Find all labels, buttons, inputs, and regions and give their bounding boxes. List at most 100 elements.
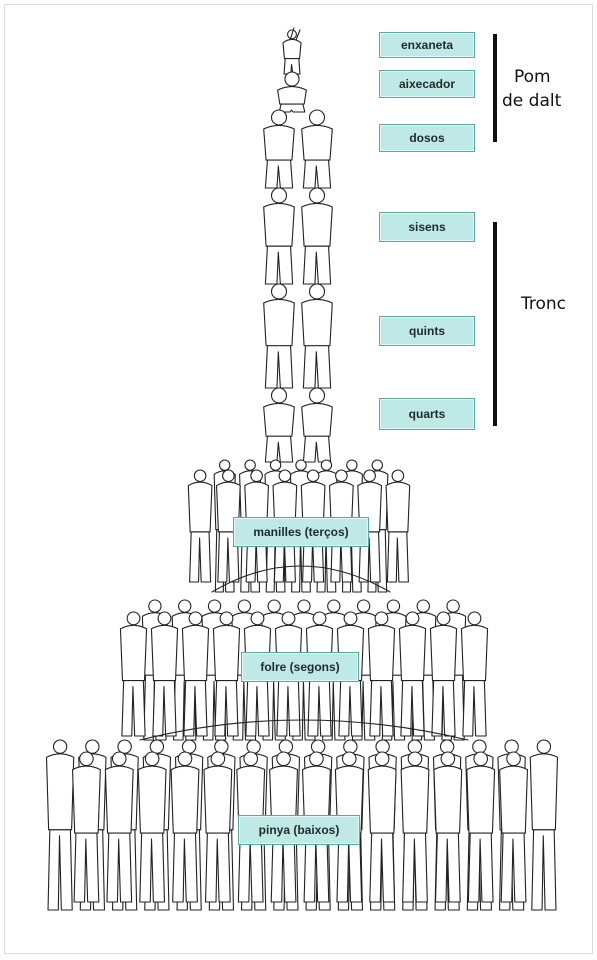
folre-back-5-legs bbox=[245, 680, 270, 737]
folre-back-7-head bbox=[312, 611, 327, 626]
pinya-back-3-legs bbox=[139, 832, 166, 903]
manilles-3-head bbox=[269, 459, 282, 471]
level-label-pinya: pinya (baixos) bbox=[238, 815, 360, 845]
pinya-12-head bbox=[407, 739, 423, 754]
folre-back-3-head bbox=[188, 611, 203, 626]
folre-1-head bbox=[148, 599, 162, 613]
pinya-16-legs bbox=[531, 829, 557, 911]
manilles-back-1-head bbox=[193, 469, 207, 483]
pinya-back-14-torso bbox=[499, 765, 529, 834]
manilles-back-8-torso bbox=[385, 481, 411, 533]
folre-10-head bbox=[416, 599, 430, 613]
folre-back-9-torso bbox=[367, 624, 396, 682]
level-label-sisens: sisens bbox=[379, 212, 475, 242]
pinya-16-torso bbox=[529, 753, 559, 831]
enxaneta-arms bbox=[289, 27, 301, 41]
quints-right-legs bbox=[302, 345, 332, 389]
pinya-back-5-head bbox=[210, 751, 226, 767]
pinya-6-head bbox=[214, 739, 229, 754]
pinya-1-head bbox=[52, 739, 68, 754]
pinya-back-5-legs bbox=[204, 832, 231, 903]
quints-left-legs bbox=[264, 345, 294, 389]
pinya-10-head bbox=[343, 739, 358, 754]
folre-back-8-legs bbox=[338, 680, 363, 737]
manilles-7-head bbox=[371, 459, 383, 471]
folre-back-1-head bbox=[126, 611, 141, 626]
pinya-back-12-legs bbox=[434, 832, 461, 903]
dosos-left-head bbox=[270, 109, 288, 126]
quints-left-head bbox=[270, 283, 288, 300]
level-label-quints: quints bbox=[379, 316, 475, 346]
pinya-back-13-legs bbox=[467, 832, 494, 903]
folre-back-11-head bbox=[436, 611, 451, 626]
group-label-de-dalt: de dalt bbox=[502, 91, 562, 111]
folre-11-head bbox=[446, 599, 460, 613]
pinya-back-11-head bbox=[407, 751, 423, 767]
quarts-left-head bbox=[270, 387, 288, 404]
manilles-back-8-legs bbox=[386, 531, 409, 583]
pinya-back-12-head bbox=[440, 751, 456, 767]
bracket-pom-de-dalt bbox=[493, 34, 497, 142]
image-frame bbox=[4, 4, 593, 954]
pinya-back-1-torso bbox=[71, 765, 101, 834]
quarts-right-torso bbox=[301, 402, 333, 437]
folre-back-7-legs bbox=[307, 680, 332, 737]
pinya-7-head bbox=[246, 739, 261, 754]
folre-back-12-legs bbox=[462, 680, 487, 737]
quints-left-torso bbox=[263, 298, 295, 347]
level-label-folre: folre (segons) bbox=[241, 652, 359, 682]
folre-back-10-torso bbox=[398, 624, 427, 682]
sisens-right-legs bbox=[302, 245, 332, 285]
pinya-13-head bbox=[439, 739, 455, 754]
sisens-left-legs bbox=[264, 245, 294, 285]
manilles-back-2-head bbox=[222, 469, 235, 483]
pinya-back-2-head bbox=[111, 751, 127, 767]
pinya-back-13-head bbox=[473, 751, 489, 767]
quarts-right-legs bbox=[302, 435, 332, 463]
sisens-right-head bbox=[308, 187, 326, 204]
level-label-aixecador: aixecador bbox=[379, 70, 475, 98]
pinya-back-14-head bbox=[506, 751, 521, 767]
group-label-tronc: Tronc bbox=[521, 294, 567, 314]
folre-back-9-head bbox=[374, 611, 389, 626]
folre-back-9-legs bbox=[369, 680, 394, 737]
folre-back-4-legs bbox=[214, 680, 239, 737]
folre-7-head bbox=[327, 599, 341, 613]
pinya-back-2-legs bbox=[106, 832, 133, 903]
manilles-1-head bbox=[219, 459, 231, 471]
folre-back-4-torso bbox=[212, 624, 241, 682]
level-label-enxaneta: enxaneta bbox=[379, 32, 475, 58]
level-label-manilles: manilles (terços) bbox=[233, 517, 369, 547]
folre-back-1-legs bbox=[121, 680, 146, 737]
pinya-back-4-torso bbox=[170, 765, 200, 834]
pinya-back-10-head bbox=[374, 751, 390, 767]
dosos-right-torso bbox=[301, 124, 333, 161]
manilles-2-head bbox=[244, 459, 256, 471]
folre-6-head bbox=[297, 599, 311, 613]
manilles-back-4-head bbox=[278, 469, 292, 483]
quarts-left-legs bbox=[264, 435, 294, 463]
pinya-back-1-legs bbox=[73, 832, 100, 903]
manilles-5-head bbox=[320, 459, 333, 471]
pinya-8-head bbox=[278, 739, 294, 754]
folre-back-5-head bbox=[250, 611, 265, 626]
pinya-5-head bbox=[181, 739, 197, 754]
pinya-back-14-legs bbox=[500, 832, 527, 903]
folre-back-10-head bbox=[405, 611, 420, 626]
pinya-back-6-head bbox=[243, 751, 259, 767]
pinya-11-head bbox=[375, 739, 390, 754]
pinya-back-8-head bbox=[309, 751, 324, 767]
aixecador-figure-torso bbox=[277, 86, 307, 105]
pinya-14-head bbox=[472, 739, 487, 754]
quarts-right-head bbox=[308, 387, 326, 404]
pinya-4-head bbox=[149, 739, 165, 754]
folre-back-12-torso bbox=[460, 624, 489, 682]
pinya-back-1-head bbox=[79, 751, 94, 767]
quints-right-head bbox=[308, 283, 326, 300]
pinya-back-12-torso bbox=[433, 765, 463, 834]
manilles-back-7-head bbox=[363, 469, 376, 483]
manilles-back-1-legs bbox=[189, 531, 212, 583]
pinya-16-head bbox=[536, 739, 552, 754]
folre-8-head bbox=[356, 599, 371, 613]
